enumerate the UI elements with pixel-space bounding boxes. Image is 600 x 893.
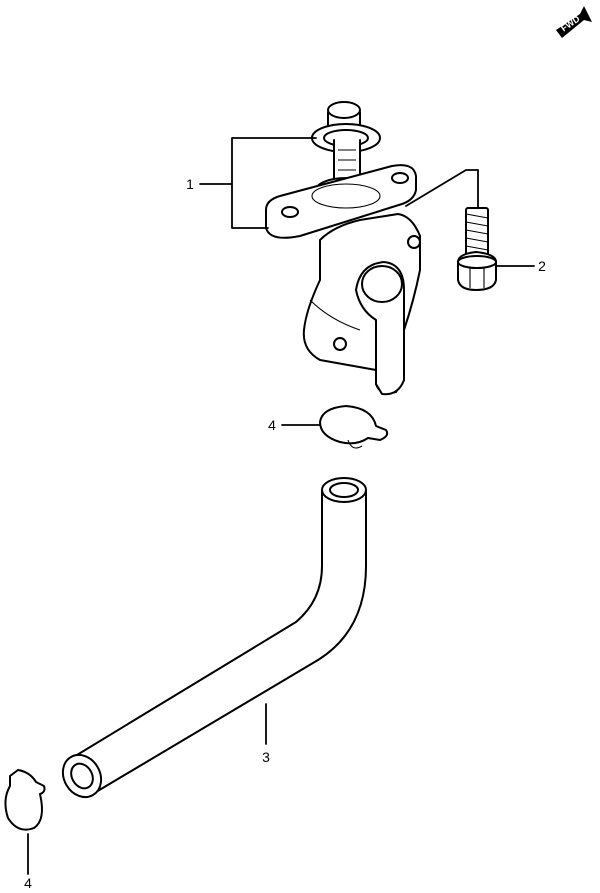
callout-1: 1 <box>186 176 194 192</box>
fuel-hose <box>61 477 367 799</box>
fwd-arrow-icon <box>556 6 592 38</box>
fwd-badge: FWD <box>556 6 592 38</box>
callout-4-lower: 4 <box>24 875 32 891</box>
hose-clip-upper <box>319 405 389 449</box>
callout-4-upper: 4 <box>268 417 276 433</box>
hose-clip-lower <box>4 769 46 831</box>
leader-lines <box>27 137 535 875</box>
hose-body <box>71 491 367 793</box>
callout-2: 2 <box>538 258 546 274</box>
mounting-flange <box>265 164 417 239</box>
bolt <box>457 207 497 291</box>
clip-ring-lower <box>4 769 46 831</box>
callout-3: 3 <box>262 749 270 765</box>
fuel-cock-assembly <box>265 101 421 396</box>
clip-ring <box>319 405 389 445</box>
